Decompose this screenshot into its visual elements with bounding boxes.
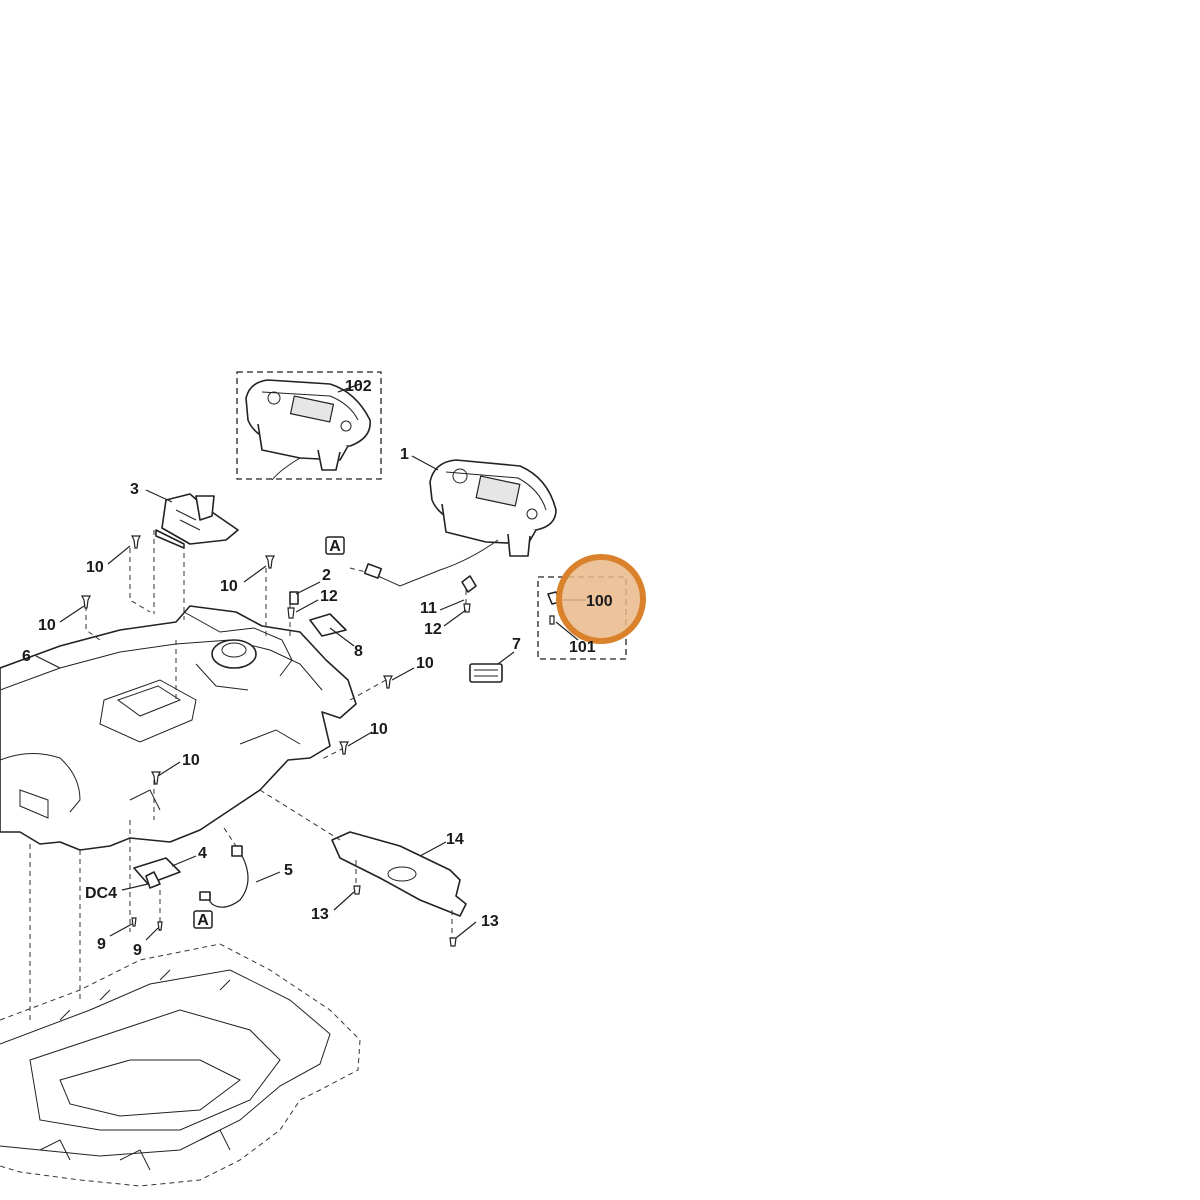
connector-a-label: A bbox=[197, 912, 209, 929]
callout-100: 100 bbox=[586, 593, 613, 610]
detail-box-102 bbox=[236, 371, 382, 481]
connector-a-badge-top: A bbox=[325, 536, 345, 555]
callout-8: 8 bbox=[354, 643, 363, 660]
callout-10: 10 bbox=[86, 559, 104, 576]
callout-13: 13 bbox=[311, 906, 329, 923]
leader-lines bbox=[35, 383, 586, 941]
callout-10: 10 bbox=[182, 752, 200, 769]
pad-part-8 bbox=[309, 613, 347, 637]
clip-part-11 bbox=[461, 575, 477, 593]
callout-6: 6 bbox=[22, 648, 31, 665]
cable-part-5 bbox=[199, 845, 249, 908]
callout-102: 102 bbox=[345, 378, 372, 395]
callout-dc4: DC4 bbox=[85, 885, 117, 902]
callout-5: 5 bbox=[284, 862, 293, 879]
base-frame bbox=[0, 943, 361, 1187]
connector-a-badge-bottom: A bbox=[193, 910, 213, 929]
callout-4: 4 bbox=[198, 845, 207, 862]
callout-3: 3 bbox=[130, 481, 139, 498]
callout-10: 10 bbox=[220, 578, 238, 595]
callout-10: 10 bbox=[38, 617, 56, 634]
callout-14: 14 bbox=[446, 831, 464, 848]
spacer-part-2 bbox=[289, 591, 299, 605]
callout-9: 9 bbox=[97, 936, 106, 953]
alignment-lines bbox=[29, 530, 467, 1020]
screws bbox=[81, 535, 471, 947]
board-part-4 bbox=[133, 857, 181, 889]
callout-101: 101 bbox=[569, 639, 596, 656]
callout-2: 2 bbox=[322, 567, 331, 584]
callout-10: 10 bbox=[370, 721, 388, 738]
callout-labels: 102 1 3 10 10 10 2 12 8 6 11 12 7 10 10 … bbox=[22, 378, 613, 959]
highlight-marker bbox=[556, 554, 646, 644]
callout-13: 13 bbox=[481, 913, 499, 930]
label-part-7 bbox=[469, 663, 503, 683]
callout-1: 1 bbox=[400, 446, 409, 463]
callout-12: 12 bbox=[424, 621, 442, 638]
callout-11: 11 bbox=[420, 600, 437, 617]
housing-part-6 bbox=[0, 605, 357, 851]
control-panel-variant-102 bbox=[245, 379, 371, 481]
callout-10: 10 bbox=[416, 655, 434, 672]
control-panel-part-1 bbox=[363, 459, 557, 587]
callout-7: 7 bbox=[512, 636, 521, 653]
connector-a-label: A bbox=[329, 538, 341, 555]
callout-12: 12 bbox=[320, 588, 338, 605]
plate-part-14 bbox=[331, 831, 467, 917]
bracket-part-3 bbox=[155, 493, 239, 549]
callout-9: 9 bbox=[133, 942, 142, 959]
